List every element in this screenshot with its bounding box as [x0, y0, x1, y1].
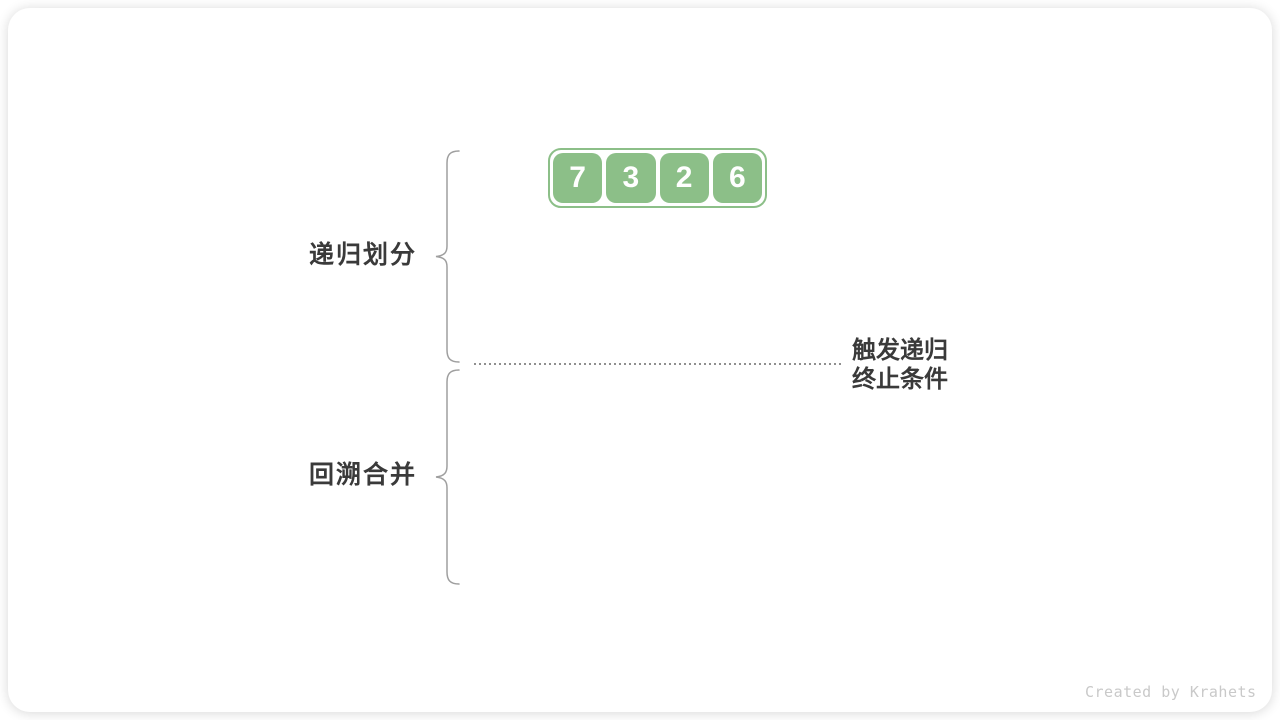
annotation-line-1: 触发递归 — [852, 337, 948, 364]
curly-brace-bottom — [435, 369, 460, 585]
array-cell: 6 — [712, 153, 762, 203]
array-cell: 2 — [659, 153, 709, 203]
array-container: 7 3 2 6 — [548, 148, 767, 208]
phase-label-backtrack-merge: 回溯合并 — [308, 461, 417, 489]
watermark-credit: Created by Krahets — [1085, 683, 1257, 701]
phase-label-recursive-division: 递归划分 — [308, 241, 417, 269]
figure-canvas: 7 3 2 6 递归划分 回溯合并 触发递归 终止条件 Created by K… — [8, 8, 1272, 712]
annotation-line-2: 终止条件 — [852, 366, 948, 393]
array-cell: 7 — [553, 153, 603, 203]
array-cell: 3 — [606, 153, 656, 203]
termination-condition-annotation: 触发递归 终止条件 — [852, 336, 948, 394]
curly-brace-top — [435, 150, 460, 363]
dotted-separator-line — [474, 363, 841, 365]
